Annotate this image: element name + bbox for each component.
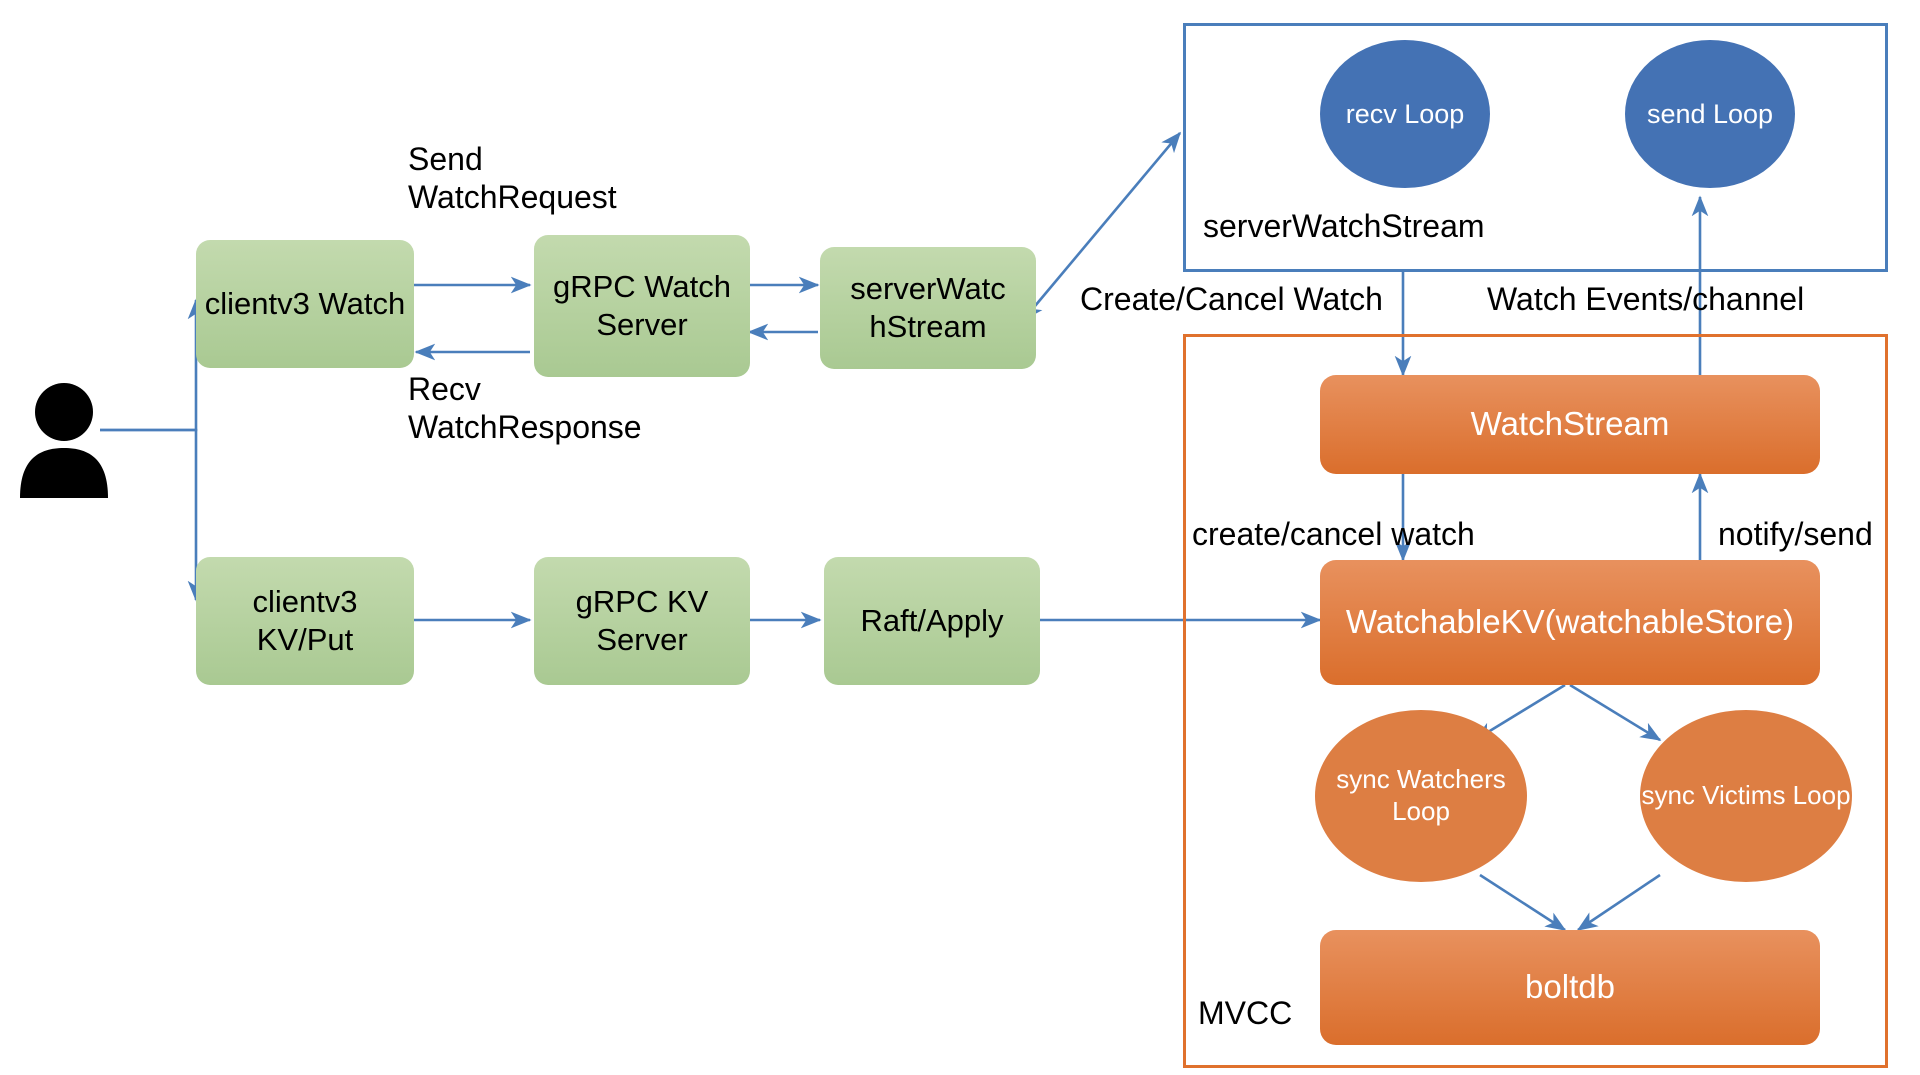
raft-apply-node[interactable]: Raft/Apply [824,557,1040,685]
boltdb-node[interactable]: boltdb [1320,930,1820,1045]
mvcc-container-label: MVCC [1198,995,1293,1031]
edge-user-to-clientv3-watch [100,298,205,432]
edge-label-notify-send: notify/send [1718,516,1873,552]
edge-label-create-cancel-watch-upper: Create/Cancel Watch [1080,281,1383,317]
server-watch-stream-container [1183,23,1888,272]
edge-user-to-clientv3-kvput [100,428,205,602]
recv-loop-node[interactable]: recv Loop [1320,40,1490,188]
edge-label-recv-watchresponse: Recv WatchResponse [408,371,642,446]
watch-stream-node[interactable]: WatchStream [1320,375,1820,474]
sync-watchers-loop-node[interactable]: sync Watchers Loop [1315,710,1527,882]
clientv3-watch-node[interactable]: clientv3 Watch [196,240,414,368]
edge-label-create-cancel-watch-lower: create/cancel watch [1192,516,1475,552]
watchable-kv-node[interactable]: WatchableKV(watchableStore) [1320,560,1820,685]
edge-label-watch-events-channel: Watch Events/channel [1487,281,1805,317]
server-watch-stream-container-label: serverWatchStream [1203,208,1485,244]
send-loop-node[interactable]: send Loop [1625,40,1795,188]
sync-victims-loop-node[interactable]: sync Victims Loop [1640,710,1852,882]
server-watch-stream-node[interactable]: serverWatc hStream [820,247,1036,369]
edge-label-send-watchrequest: Send WatchRequest [408,141,617,216]
clientv3-kv-put-node[interactable]: clientv3 KV/Put [196,557,414,685]
grpc-watch-server-node[interactable]: gRPC Watch Server [534,235,750,377]
grpc-kv-server-node[interactable]: gRPC KV Server [534,557,750,685]
mvcc-container [1183,334,1888,1068]
user-person-icon [18,380,110,498]
